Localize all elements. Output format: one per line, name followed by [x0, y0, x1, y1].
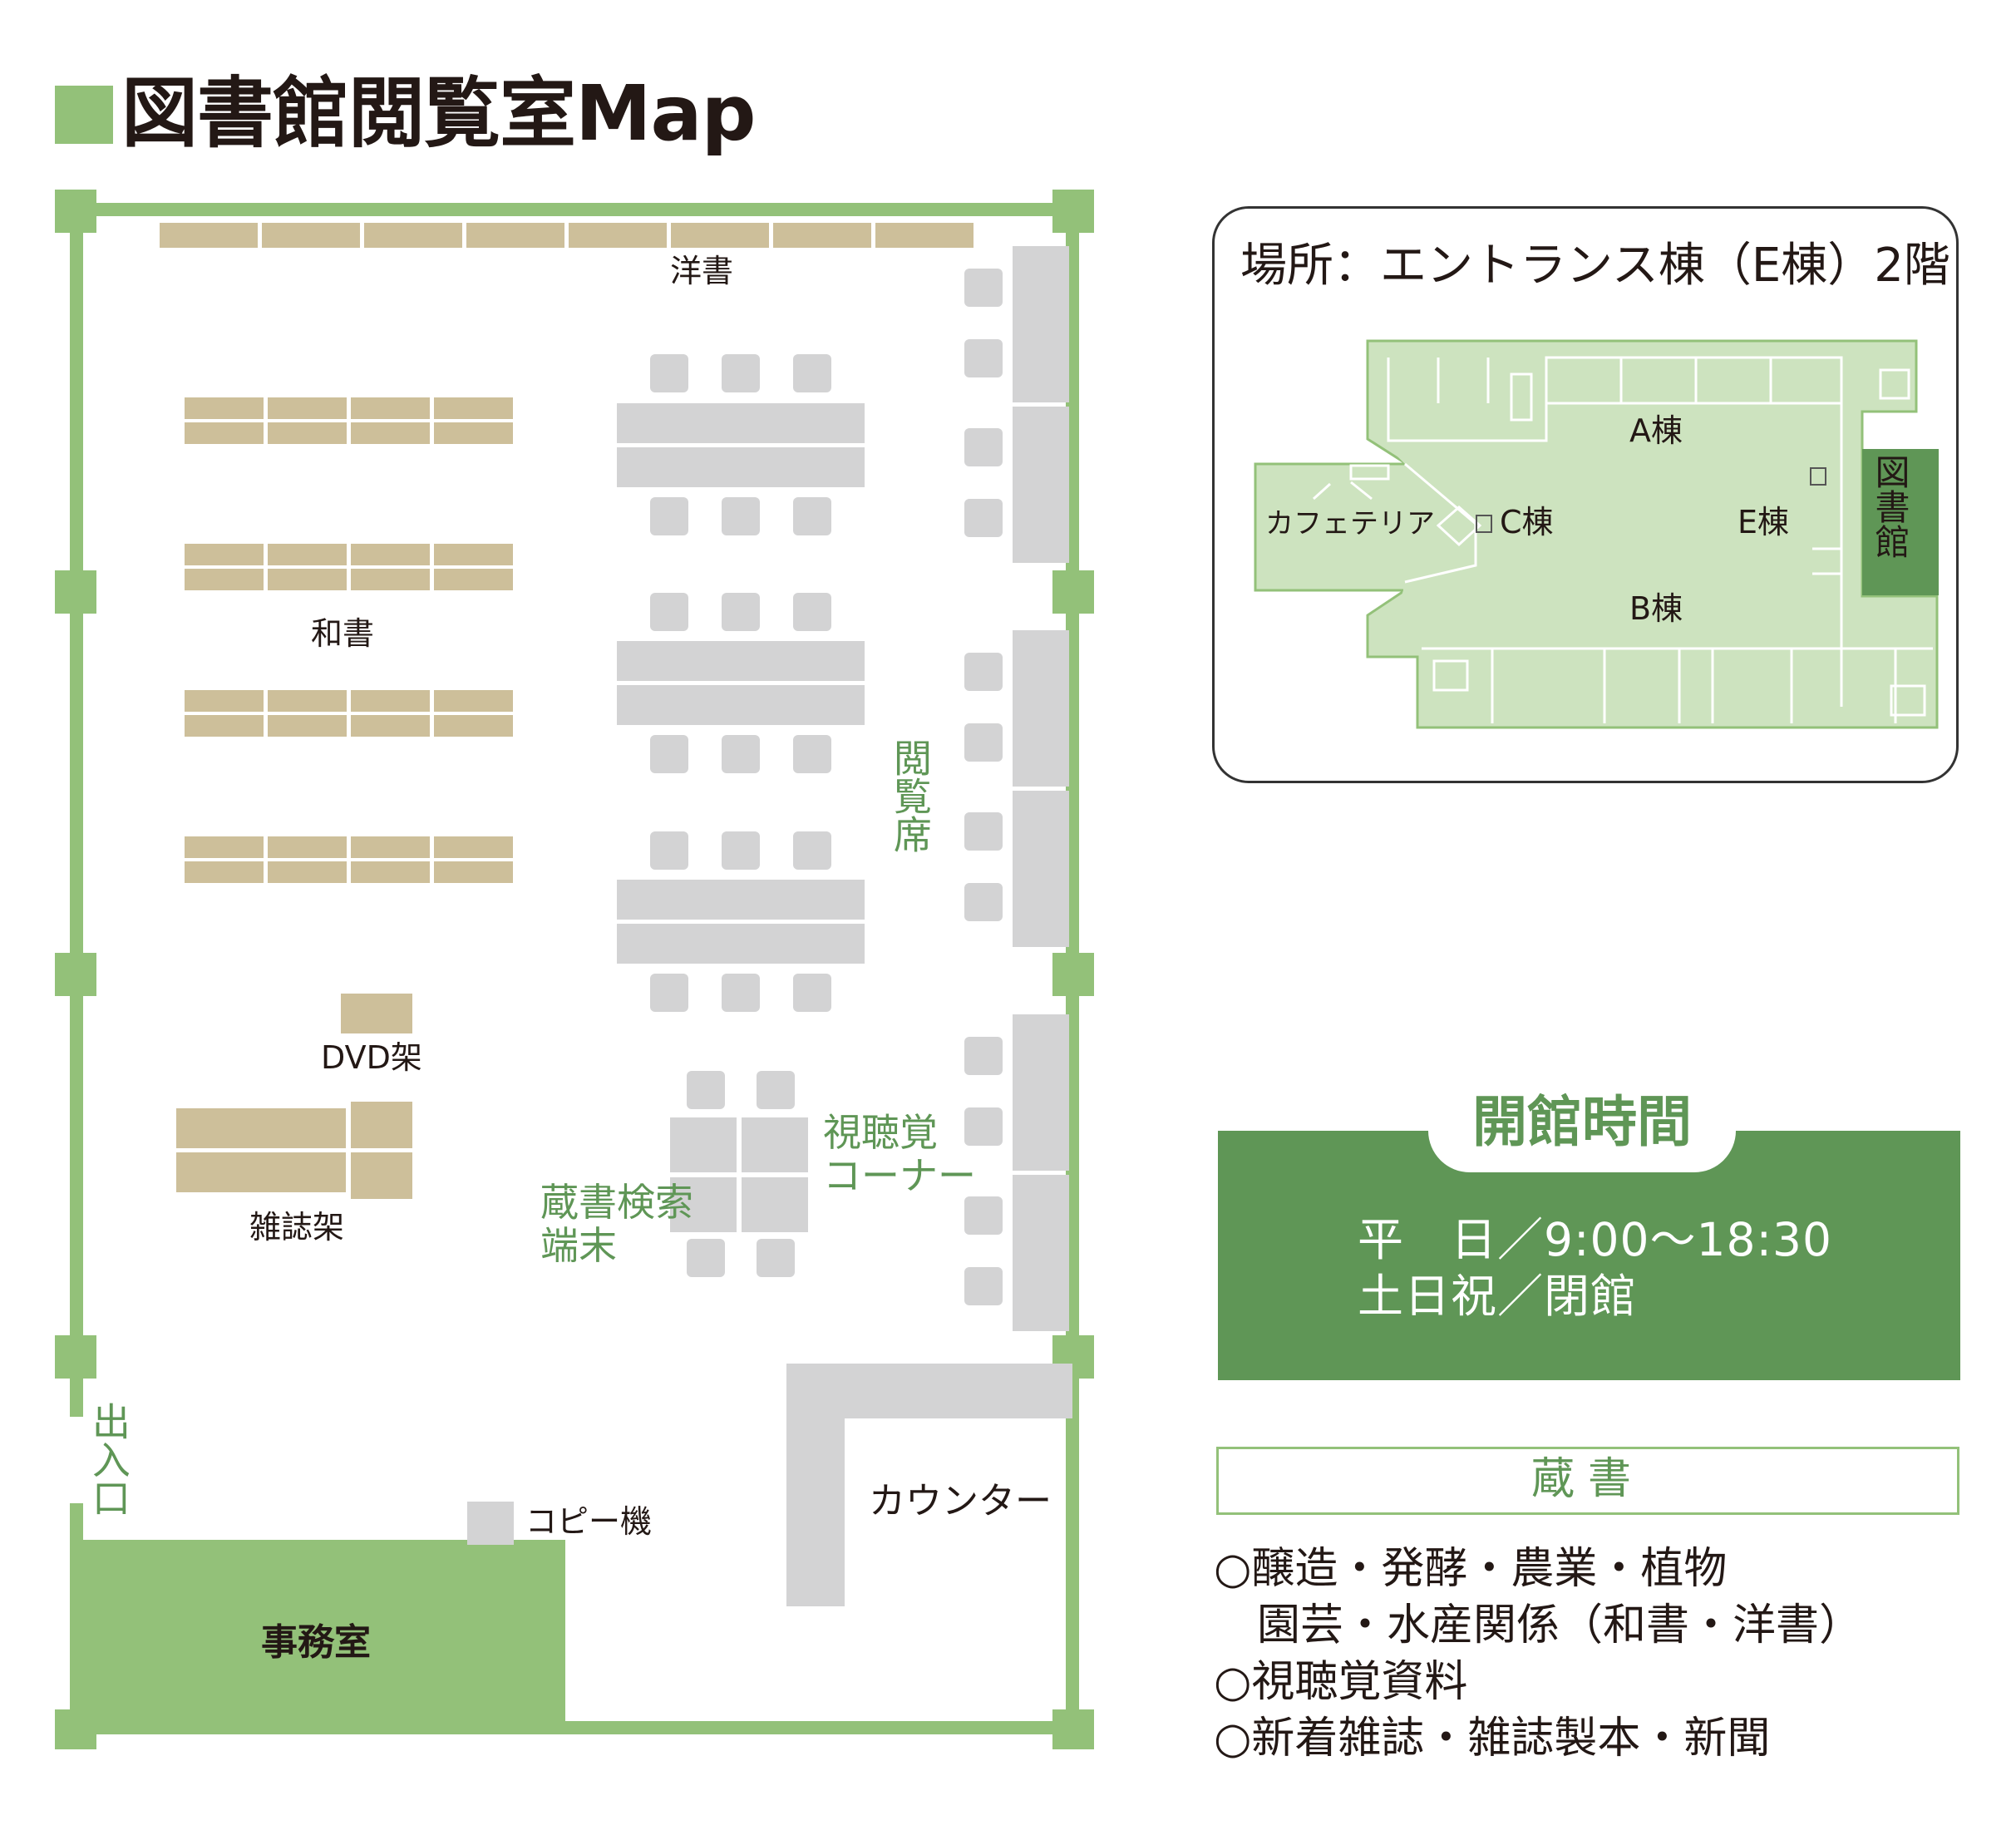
label-search-terminal-2: 端末 [540, 1223, 617, 1268]
collection-item-1-cont: 園芸・水産関係（和書・洋書） [1214, 1601, 1863, 1650]
campus-label-library: 図書館 [1870, 454, 1910, 559]
campus-map [1254, 339, 1939, 729]
label-dvd-rack: DVD架 [321, 1039, 422, 1076]
campus-label-a: A棟 [1629, 412, 1683, 449]
dvd-and-magazine-shelves [176, 994, 412, 1199]
search-terminals [670, 1071, 808, 1277]
western-shelf [160, 223, 973, 248]
opening-hours-panel [1218, 1131, 1960, 1380]
page-title: 図書館閲覧室Map [121, 69, 756, 158]
japanese-shelves [185, 397, 513, 883]
campus-label-cafe: カフェテリア [1265, 507, 1435, 540]
label-search-terminal-1: 蔵書検索 [540, 1180, 693, 1225]
collection-item-3: ○新着雑誌・雑誌製本・新聞 [1214, 1714, 1771, 1763]
opening-hours-title: 開館時間 [1472, 1090, 1692, 1154]
collection-item-1: ○醸造・発酵・農業・植物 [1214, 1544, 1728, 1594]
collection-header-box [1216, 1447, 1959, 1515]
campus-library-block [1862, 449, 1939, 595]
label-counter: カウンター [869, 1480, 1052, 1522]
location-box [1212, 206, 1959, 783]
campus-label-b: B棟 [1629, 590, 1683, 627]
label-magazine-rack: 雑誌架 [249, 1209, 345, 1245]
label-japanese-books: 和書 [311, 615, 375, 652]
hours-weekday: 平 日／9:00～18:30 [1358, 1213, 1833, 1266]
label-av-corner-1: 視聴覚 [823, 1110, 938, 1155]
counter-desk [786, 1364, 1072, 1606]
campus-label-c: C棟 [1500, 504, 1554, 540]
location-text: 場所：エントランス棟（E棟）2階 [1240, 239, 1950, 293]
office-room [70, 1540, 565, 1721]
label-av-corner-2: コーナー [823, 1153, 976, 1198]
title-marker [55, 86, 113, 144]
label-entrance: 出入口 [86, 1402, 131, 1517]
collection-item-2: ○視聴覚資料 [1214, 1657, 1468, 1707]
wall-carrels [964, 246, 1069, 1331]
label-western-books: 洋書 [670, 253, 734, 289]
label-reading-seats: 閲覧席 [887, 738, 933, 853]
campus-label-e: E棟 [1738, 504, 1790, 540]
label-office: 事務室 [261, 1621, 371, 1664]
label-copier: コピー機 [525, 1503, 653, 1540]
opening-hours-tab [1428, 1081, 1736, 1172]
collection-title: 蔵書 [1530, 1454, 1644, 1504]
reading-tables [617, 354, 865, 1012]
copier [467, 1502, 514, 1545]
hours-weekend: 土日祝／閉館 [1358, 1270, 1638, 1323]
